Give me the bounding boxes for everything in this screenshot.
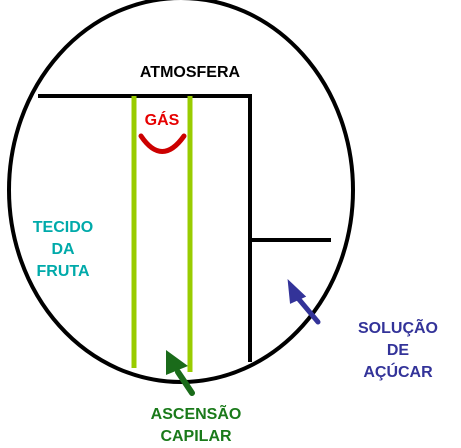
- solution-label-line-1: SOLUÇÃO: [358, 317, 438, 337]
- solution-label-line-2: DE: [387, 342, 410, 359]
- tissue-label-line-1: TECIDO: [33, 219, 93, 236]
- capillary-label-line-2: CAPILAR: [160, 428, 232, 445]
- gas-label: GÁS: [145, 110, 180, 129]
- tissue-label-line-2: DA: [51, 241, 75, 258]
- atmosphere-label: ATMOSFERA: [140, 64, 241, 81]
- capillary-arrow-icon: [166, 350, 195, 396]
- solution-arrow-icon: [287, 279, 321, 325]
- solution-label-line-3: AÇÚCAR: [363, 362, 433, 381]
- fruit-ellipse: [7, 0, 355, 384]
- capillary-label-line-1: ASCENSÃO: [151, 403, 242, 423]
- gas-meniscus-arc: [138, 133, 187, 154]
- tissue-label-line-3: FRUTA: [36, 263, 89, 280]
